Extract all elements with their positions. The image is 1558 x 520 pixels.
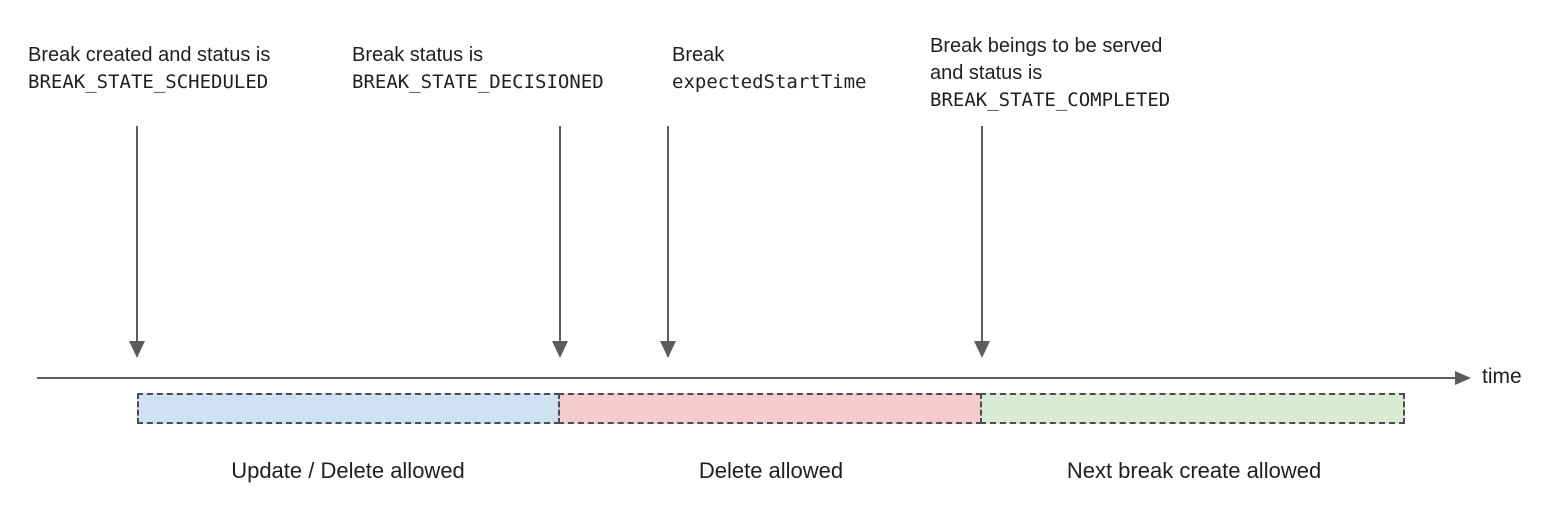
annotation-text: and status is <box>930 62 1043 84</box>
arrow-expected-start-time-icon <box>660 126 676 358</box>
annotation-text: Break status is <box>352 44 484 66</box>
arrow-shaft <box>667 126 669 341</box>
arrow-shaft <box>981 126 983 341</box>
arrow-down-icon <box>660 341 676 358</box>
arrow-down-icon <box>552 341 568 358</box>
arrow-decisioned-icon <box>552 126 568 358</box>
annotation-text: Break beings to be served <box>930 35 1163 57</box>
arrow-down-icon <box>974 341 990 358</box>
segment-update-delete-allowed <box>137 393 560 424</box>
annotation-expected-start-time: Break expectedStartTime <box>672 42 866 96</box>
annotation-break-scheduled: Break created and status is BREAK_STATE_… <box>28 42 270 96</box>
annotation-code-text: BREAK_STATE_SCHEDULED <box>28 71 269 93</box>
annotation-code-text: BREAK_STATE_DECISIONED <box>352 71 604 93</box>
arrow-shaft <box>559 126 561 341</box>
segment-label-delete: Delete allowed <box>698 458 844 483</box>
annotation-code-text: BREAK_STATE_COMPLETED <box>930 89 1171 111</box>
segment-label-next-break-create: Next break create allowed <box>1066 458 1322 483</box>
annotation-text: Break <box>672 44 725 66</box>
segment-next-break-create-allowed <box>980 393 1405 424</box>
arrow-shaft <box>136 126 138 341</box>
time-axis-label: time <box>1482 365 1522 388</box>
annotation-text: Break created and status is <box>28 44 271 66</box>
annotation-break-completed: Break beings to be served and status is … <box>930 33 1170 114</box>
arrow-scheduled-icon <box>129 126 145 358</box>
time-axis <box>37 377 1455 379</box>
arrow-right-icon <box>1455 371 1471 385</box>
segment-delete-allowed <box>558 393 982 424</box>
arrow-down-icon <box>129 341 145 358</box>
annotation-break-decisioned: Break status is BREAK_STATE_DECISIONED <box>352 42 604 96</box>
segment-label-update-delete: Update / Delete allowed <box>231 458 465 483</box>
arrow-completed-icon <box>974 126 990 358</box>
annotation-code-text: expectedStartTime <box>672 71 867 93</box>
